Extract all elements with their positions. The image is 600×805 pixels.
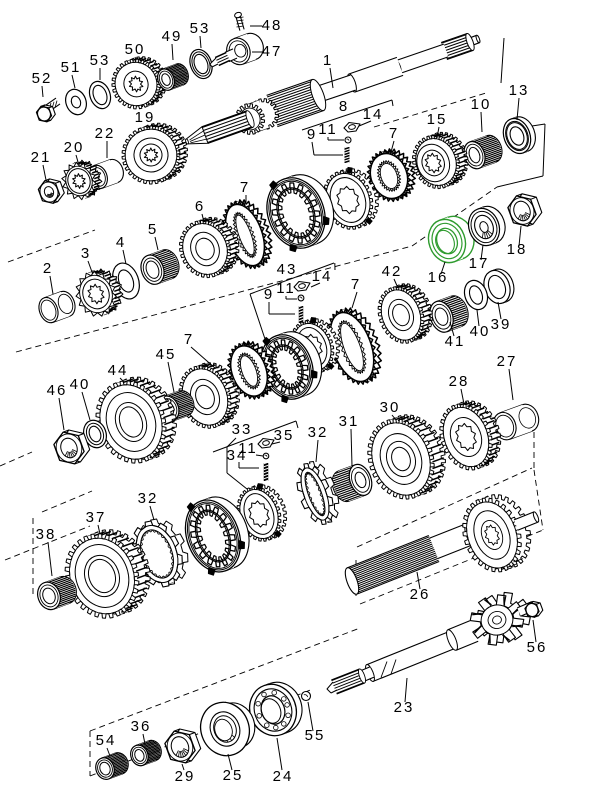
svg-text:47: 47 [262,43,283,60]
svg-text:32: 32 [308,424,329,441]
svg-text:14: 14 [363,106,384,123]
svg-text:19: 19 [135,109,156,126]
svg-text:1: 1 [323,52,333,69]
svg-text:43: 43 [277,261,298,278]
svg-text:28: 28 [449,373,470,390]
svg-text:10: 10 [471,96,492,113]
svg-text:27: 27 [497,353,518,370]
svg-text:29: 29 [175,768,196,785]
svg-text:21: 21 [31,149,52,166]
svg-text:13: 13 [509,82,530,99]
svg-text:34: 34 [227,447,248,464]
svg-text:51: 51 [61,59,82,76]
svg-text:53: 53 [190,20,211,37]
svg-text:30: 30 [380,399,401,416]
svg-text:14: 14 [312,268,333,285]
svg-text:20: 20 [64,139,85,156]
svg-text:31: 31 [339,413,360,430]
svg-text:50: 50 [125,41,146,58]
svg-text:3: 3 [81,245,91,262]
svg-text:18: 18 [507,241,528,258]
svg-text:6: 6 [195,198,205,215]
svg-text:8: 8 [339,98,349,115]
svg-text:2: 2 [43,260,53,277]
svg-text:55: 55 [305,727,326,744]
svg-text:40: 40 [470,323,491,340]
svg-text:36: 36 [131,718,152,735]
svg-text:9: 9 [264,286,274,303]
svg-text:46: 46 [47,382,68,399]
svg-text:4: 4 [116,234,126,251]
svg-text:25: 25 [223,767,244,784]
svg-text:7: 7 [351,276,361,293]
svg-text:40: 40 [70,376,91,393]
svg-text:7: 7 [184,331,194,348]
svg-text:56: 56 [527,639,548,656]
svg-text:11: 11 [318,121,338,138]
svg-text:44: 44 [108,362,129,379]
svg-text:17: 17 [469,255,490,272]
svg-text:15: 15 [427,111,448,128]
svg-text:54: 54 [96,732,117,749]
svg-text:38: 38 [36,526,57,543]
svg-text:7: 7 [240,179,250,196]
svg-text:11: 11 [276,280,296,297]
svg-text:9: 9 [307,126,317,143]
svg-text:32: 32 [138,490,159,507]
svg-text:16: 16 [428,269,449,286]
svg-text:35: 35 [274,427,295,444]
svg-text:7: 7 [389,125,399,142]
svg-text:42: 42 [382,263,403,280]
svg-text:48: 48 [262,17,283,34]
svg-text:37: 37 [86,509,107,526]
svg-text:22: 22 [95,125,116,142]
svg-text:52: 52 [32,70,53,87]
svg-text:24: 24 [273,768,294,785]
svg-text:49: 49 [162,28,183,45]
svg-text:45: 45 [156,346,177,363]
svg-text:41: 41 [445,333,466,350]
svg-text:53: 53 [90,52,111,69]
svg-text:5: 5 [148,221,158,238]
svg-text:23: 23 [394,699,415,716]
svg-text:33: 33 [232,421,253,438]
